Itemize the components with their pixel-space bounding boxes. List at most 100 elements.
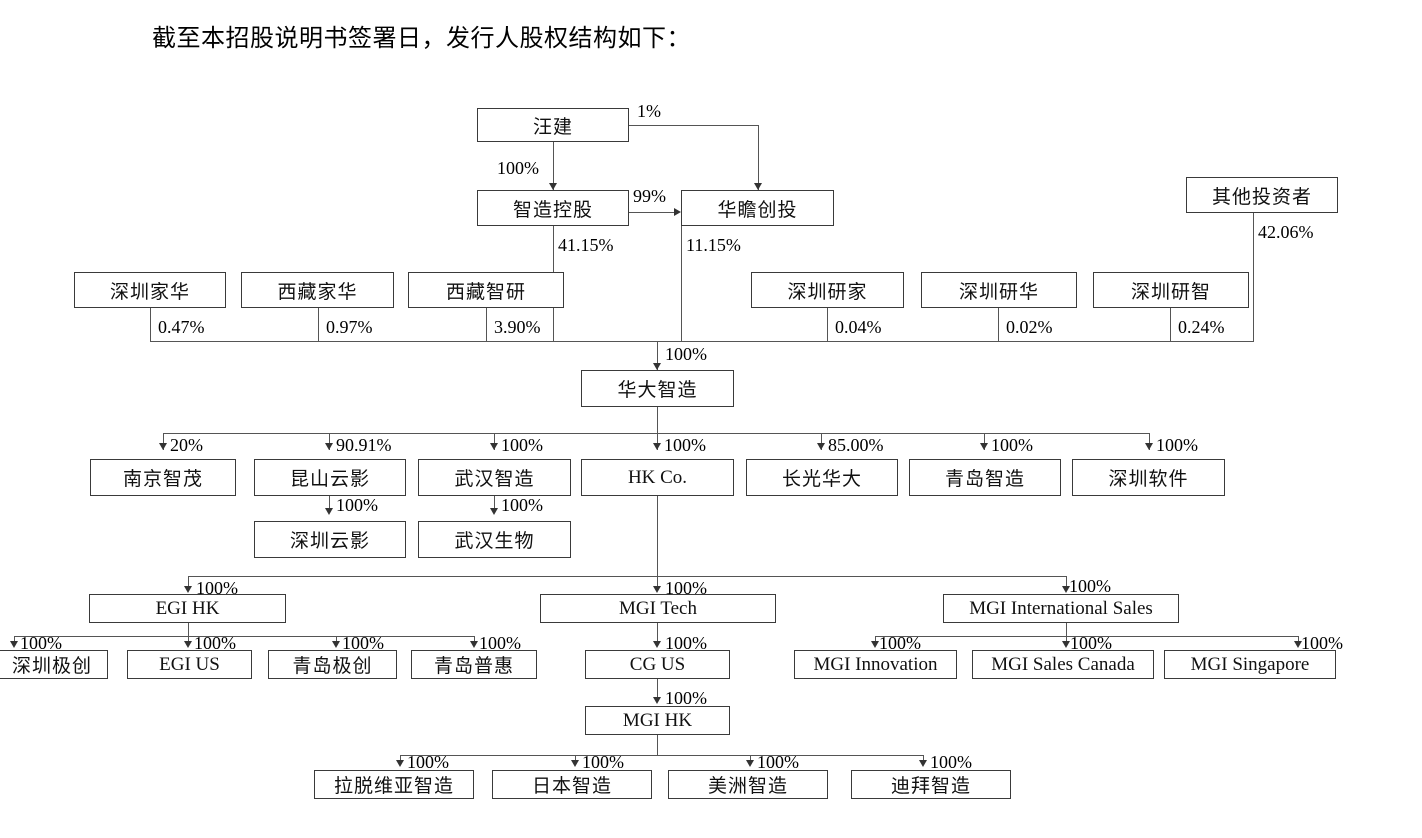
edge-wuhan-shengwu-arrow	[489, 508, 498, 515]
node-other-investors[interactable]: 其他投资者	[1186, 177, 1338, 213]
edge-label-xzzhiyan: 3.90%	[494, 317, 541, 337]
node-shenzhen-software[interactable]: 深圳软件	[1072, 459, 1225, 496]
edge-egihk-qdjichuang-arrow	[331, 641, 340, 648]
edge-huada-hkco-arrow	[652, 443, 661, 450]
edge-label-egihk-egius: 100%	[194, 633, 236, 653]
node-qingdao-jichuang[interactable]: 青岛极创	[268, 650, 397, 679]
edge-mgihk-dubai-arrow	[918, 760, 927, 767]
node-wuhan-zhizao[interactable]: 武汉智造	[418, 459, 571, 496]
edge-szyanzhi-bus-v	[1170, 308, 1171, 341]
edge-label-mgihk-latvia: 100%	[407, 752, 449, 772]
edge-hkco-mgiintl-arrow	[1061, 586, 1070, 593]
node-egi-hk[interactable]: EGI HK	[89, 594, 286, 623]
node-wuhan-shengwu[interactable]: 武汉生物	[418, 521, 571, 558]
edge-label-huada-nanjing: 20%	[170, 435, 203, 455]
edge-szyanjia-bus-v	[827, 308, 828, 341]
edge-wangjian-zhizao-line	[553, 142, 554, 190]
node-mgi-hk[interactable]: MGI HK	[585, 706, 730, 735]
edge-huada-qingdao-v	[984, 433, 985, 450]
edge-huada-sub-v	[657, 407, 658, 433]
node-sz-yanzhi[interactable]: 深圳研智	[1093, 272, 1249, 308]
edge-label-cgus-mgihk: 100%	[665, 688, 707, 708]
node-huada-zhizao[interactable]: 华大智造	[581, 370, 734, 407]
node-sz-yanhua[interactable]: 深圳研华	[921, 272, 1077, 308]
edge-label-mgiintl-singapore: 100%	[1301, 633, 1343, 653]
edge-hkco-mgitech-v	[657, 576, 658, 590]
node-japan-zhizao[interactable]: 日本智造	[492, 770, 652, 799]
node-wangjian[interactable]: 汪建	[477, 108, 629, 142]
edge-label-bus-huada: 100%	[665, 344, 707, 364]
edge-mgihk-down-v	[657, 735, 658, 755]
edge-zhizao-huazhan-arrow	[674, 207, 681, 216]
node-america-zhizao[interactable]: 美洲智造	[668, 770, 828, 799]
edge-label-mgitech-cgus: 100%	[665, 633, 707, 653]
node-qingdao-zhizao[interactable]: 青岛智造	[909, 459, 1061, 496]
node-mgi-singapore[interactable]: MGI Singapore	[1164, 650, 1336, 679]
edge-huada-kunshan-v	[329, 433, 330, 450]
node-changguang-huada[interactable]: 长光华大	[746, 459, 898, 496]
node-shenzhen-yunying[interactable]: 深圳云影	[254, 521, 406, 558]
edge-szyanhua-bus-v	[998, 308, 999, 341]
node-dubai-zhizao[interactable]: 迪拜智造	[851, 770, 1011, 799]
edge-huada-qingdao-arrow	[979, 443, 988, 450]
edge-xzjiahua-bus-v	[318, 308, 319, 341]
edge-hkco-egihk-v	[188, 576, 189, 590]
edge-mgiintl-canada-arrow	[1061, 641, 1070, 648]
edge-label-huada-software: 100%	[1156, 435, 1198, 455]
node-zhizao-holding[interactable]: 智造控股	[477, 190, 629, 226]
node-qingdao-puhui[interactable]: 青岛普惠	[411, 650, 537, 679]
node-kunshan-yunying[interactable]: 昆山云影	[254, 459, 406, 496]
edge-wuhan-shengwu-v	[494, 496, 495, 513]
node-mgi-sales-canada[interactable]: MGI Sales Canada	[972, 650, 1154, 679]
edge-szjiahua-bus-v	[150, 308, 151, 341]
edge-mgitech-cgus-v	[657, 623, 658, 641]
edge-egihk-qdpuhui-arrow	[469, 641, 478, 648]
edge-huada-hkco-v	[657, 433, 658, 450]
edge-huada-wuhan-arrow	[489, 443, 498, 450]
node-shenzhen-jichuang[interactable]: 深圳极创	[0, 650, 108, 679]
edge-huada-nanjing-arrow	[158, 443, 167, 450]
node-hk-co[interactable]: HK Co.	[581, 459, 734, 496]
edge-label-huada-hkco: 100%	[664, 435, 706, 455]
node-egi-us[interactable]: EGI US	[127, 650, 252, 679]
node-nanjing-zhimao[interactable]: 南京智茂	[90, 459, 236, 496]
edge-label-hkco-egihk: 100%	[196, 578, 238, 598]
edge-label-wangjian-huazhan: 1%	[637, 101, 661, 121]
edge-hkco-down-v	[657, 496, 658, 576]
edge-label-zhizao-huada: 41.15%	[558, 235, 614, 255]
page-title: 截至本招股说明书签署日，发行人股权结构如下：	[152, 26, 691, 52]
edge-kunshan-szyunying-v	[329, 496, 330, 513]
edge-huada-software-v	[1149, 433, 1150, 450]
edge-label-mgihk-dubai: 100%	[930, 752, 972, 772]
edge-mgiintl-down-v	[1066, 623, 1067, 636]
node-latvia-zhizao[interactable]: 拉脱维亚智造	[314, 770, 474, 799]
edge-hkco-egihk-arrow	[183, 586, 192, 593]
edge-mgihk-latvia-arrow	[395, 760, 404, 767]
edge-mgiintl-singapore-arrow	[1293, 641, 1302, 648]
edge-mgitech-cgus-arrow	[652, 641, 661, 648]
edge-huada-wuhan-v	[494, 433, 495, 450]
node-mgi-tech[interactable]: MGI Tech	[540, 594, 776, 623]
edge-egihk-down-v	[188, 623, 189, 636]
node-cg-us[interactable]: CG US	[585, 650, 730, 679]
node-xz-jiahua[interactable]: 西藏家华	[241, 272, 394, 308]
node-xz-zhiyan[interactable]: 西藏智研	[408, 272, 564, 308]
node-sz-yanjia[interactable]: 深圳研家	[751, 272, 904, 308]
edge-label-zhizao-huazhan: 99%	[633, 186, 666, 206]
edge-huada-changguang-arrow	[816, 443, 825, 450]
mgiintl-bus-line	[875, 636, 1298, 637]
node-sz-jiahua[interactable]: 深圳家华	[74, 272, 226, 308]
edge-label-huada-changguang: 85.00%	[828, 435, 884, 455]
edge-huazhan-bus-v	[681, 226, 682, 341]
edge-label-szyanhua: 0.02%	[1006, 317, 1053, 337]
edge-label-other-huada: 42.06%	[1258, 222, 1314, 242]
shareholder-bus-line	[150, 341, 1254, 342]
node-huazhan[interactable]: 华瞻创投	[681, 190, 834, 226]
edge-label-wangjian-zhizao: 100%	[497, 158, 539, 178]
edge-wangjian-huazhan-h	[629, 125, 759, 126]
edge-egihk-szjichuang-arrow	[9, 641, 18, 648]
edge-other-bus-v	[1253, 213, 1254, 341]
node-mgi-innovation[interactable]: MGI Innovation	[794, 650, 957, 679]
node-mgi-intl-sales[interactable]: MGI International Sales	[943, 594, 1179, 623]
edge-cgus-mgihk-v	[657, 679, 658, 697]
